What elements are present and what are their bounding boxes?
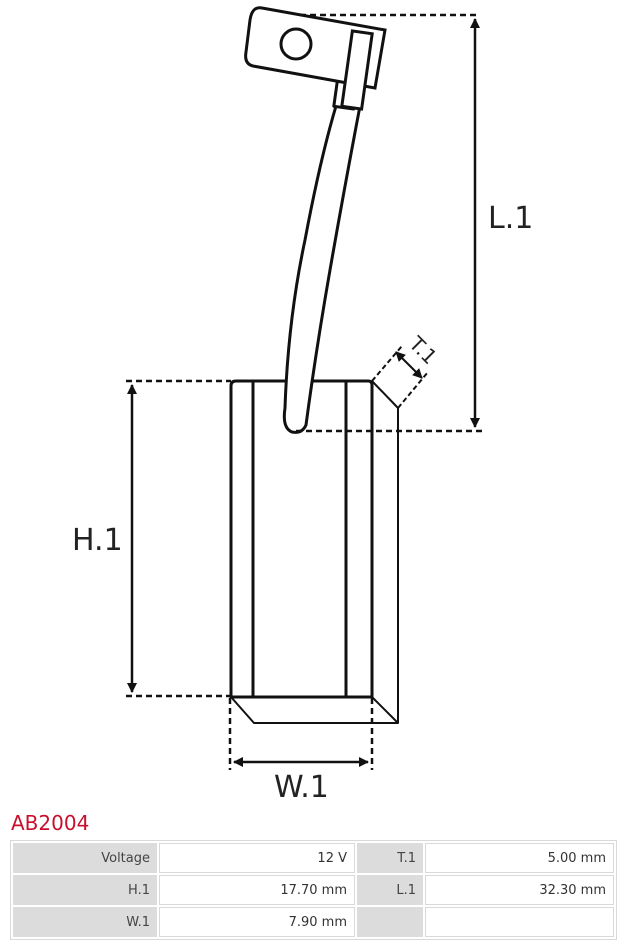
spec-value: 7.90 mm (159, 907, 355, 937)
dimension-l1 (296, 13, 486, 433)
specifications-table: Voltage 12 V T.1 5.00 mm H.1 17.70 mm L.… (10, 840, 617, 940)
carbon-brush-dimension-diagram: L.1 H.1 W.1 T.1 (72, 6, 533, 805)
label-t1: T.1 (404, 331, 442, 369)
spec-label (357, 907, 423, 937)
spec-value: 17.70 mm (159, 875, 355, 905)
product-code-title: AB2004 (11, 811, 90, 835)
table-row: Voltage 12 V T.1 5.00 mm (13, 843, 614, 873)
brush-block (229, 379, 399, 724)
spec-label: L.1 (357, 875, 423, 905)
dimension-h1 (126, 379, 231, 698)
spec-value: 32.30 mm (425, 875, 614, 905)
spec-label: W.1 (13, 907, 157, 937)
label-l1: L.1 (488, 201, 533, 236)
dimension-t1 (371, 345, 429, 409)
spec-value (425, 907, 614, 937)
table-row: W.1 7.90 mm (13, 907, 614, 937)
spec-label: Voltage (13, 843, 157, 873)
spec-value: 12 V (159, 843, 355, 873)
spec-label: H.1 (13, 875, 157, 905)
dimension-w1 (228, 698, 374, 770)
spec-value: 5.00 mm (425, 843, 614, 873)
label-h1: H.1 (72, 523, 123, 558)
label-w1: W.1 (274, 770, 329, 805)
terminal-eyelet (244, 6, 387, 111)
table-row: H.1 17.70 mm L.1 32.30 mm (13, 875, 614, 905)
spec-label: T.1 (357, 843, 423, 873)
